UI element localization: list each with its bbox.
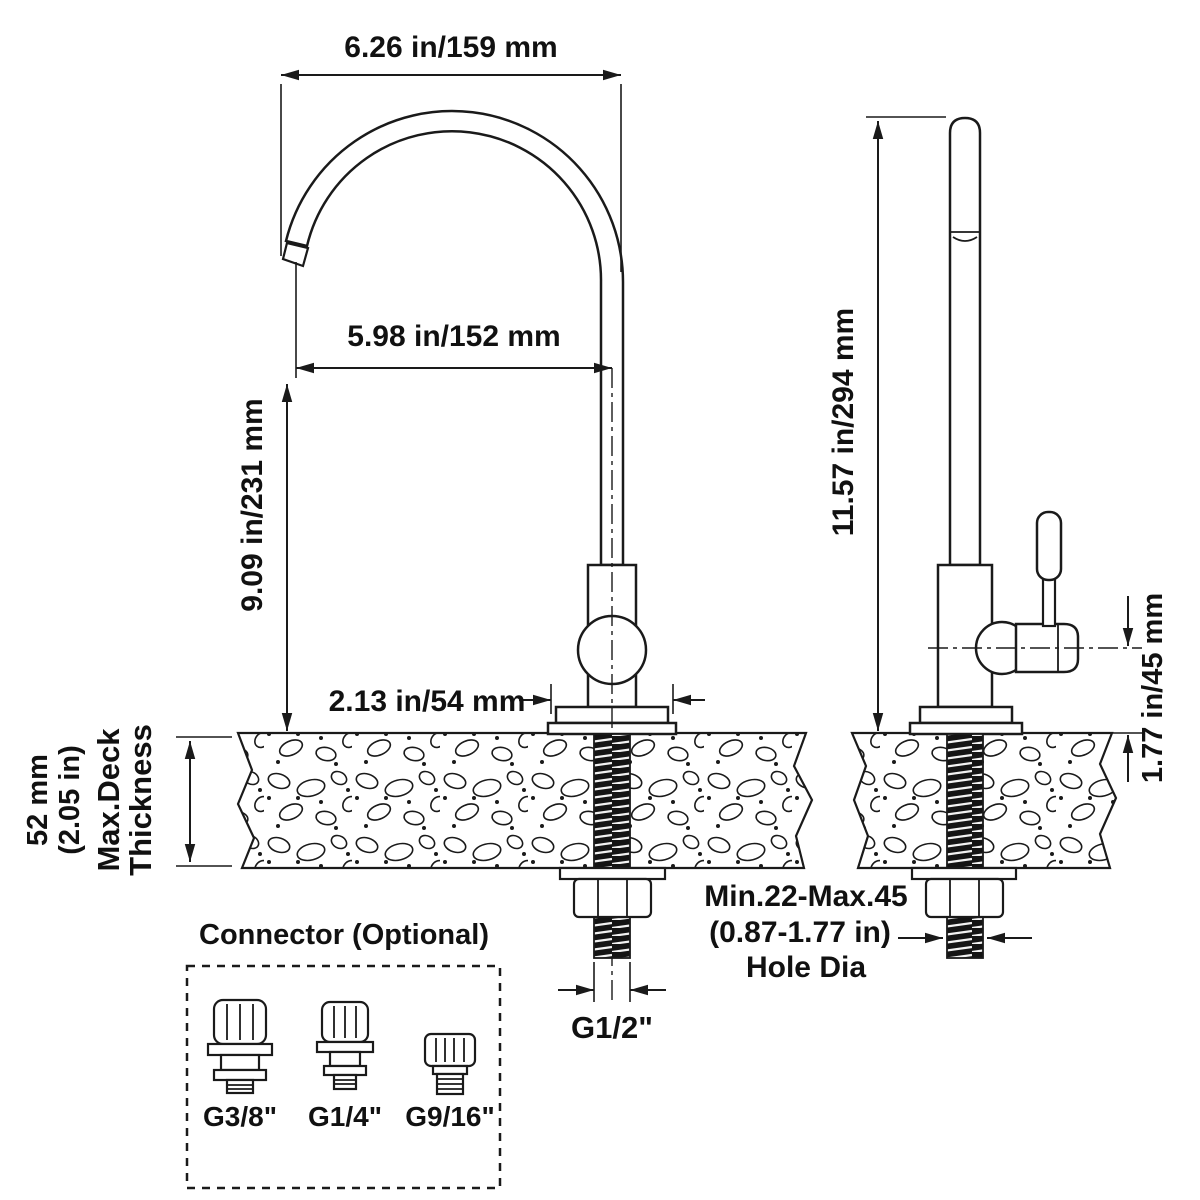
handle-rod (1041, 574, 1057, 628)
hole-dia-line-3: Hole Dia (746, 951, 866, 984)
handle-grip (1035, 510, 1063, 582)
nut-facets-side (949, 880, 980, 916)
connector-g14-icon (315, 1000, 375, 1091)
washer-front (558, 866, 667, 881)
gooseneck-spout (284, 109, 625, 567)
nut-facets-front (597, 880, 628, 916)
aerator-seam-side (951, 231, 979, 242)
dim-spout-width-label: 6.26 in/159 mm (344, 31, 557, 64)
lock-nut-front (572, 877, 653, 919)
deck-thickness-value: 52 mm (22, 754, 54, 846)
lock-nut-side (924, 877, 1005, 919)
dimension-labels: 6.26 in/159 mm 5.98 in/152 mm 9.09 in/23… (22, 31, 1169, 1045)
countertop-cross-section (236, 731, 1118, 870)
thread-size-label: G1/2" (571, 1010, 653, 1045)
faucet-tube-side (948, 116, 982, 567)
base-plate-side (908, 721, 1024, 736)
deck-slab-left (236, 731, 814, 870)
dim-handle-height-label: 1.77 in/45 mm (1137, 593, 1169, 783)
deck-slab-right (850, 731, 1118, 870)
hole-dia-line-1: Min.22-Max.45 (704, 880, 907, 913)
deck-thickness-value2: (2.05 in) (54, 745, 86, 855)
dimension-lines (176, 69, 1142, 1002)
mounting-hardware (558, 733, 1018, 959)
connector-title: Connector (Optional) (199, 919, 489, 951)
dim-base-width-label: 2.13 in/54 mm (329, 685, 526, 718)
faucet-side-view (908, 116, 1080, 736)
connector-g38-icon (206, 998, 274, 1095)
dim-spout-height-label: 9.09 in/231 mm (236, 398, 269, 611)
hole-dia-line-2: (0.87-1.77 in) (709, 916, 891, 949)
deck-thickness-label-2: Thickness (123, 724, 158, 876)
connector-label-1: G3/8" (203, 1101, 277, 1132)
connector-box-border (185, 964, 502, 1190)
spout-aerator-tip (281, 241, 310, 268)
connector-section: Connector (Optional) G3/8" (185, 919, 502, 1190)
base-flange-side (918, 705, 1014, 725)
deck-thickness-label-1: Max.Deck (91, 728, 126, 872)
threaded-shank-front (593, 733, 631, 959)
centerlines (611, 368, 1142, 1005)
connector-g916-icon (423, 1032, 477, 1096)
threaded-shank-side (946, 733, 984, 959)
dim-spout-reach-label: 5.98 in/152 mm (347, 320, 560, 353)
faucet-front-view (281, 109, 678, 736)
connector-label-3: G9/16" (405, 1101, 495, 1132)
connector-label-2: G1/4" (308, 1101, 382, 1132)
washer-side (910, 866, 1018, 881)
dim-total-height-label: 11.57 in/294 mm (827, 308, 860, 537)
